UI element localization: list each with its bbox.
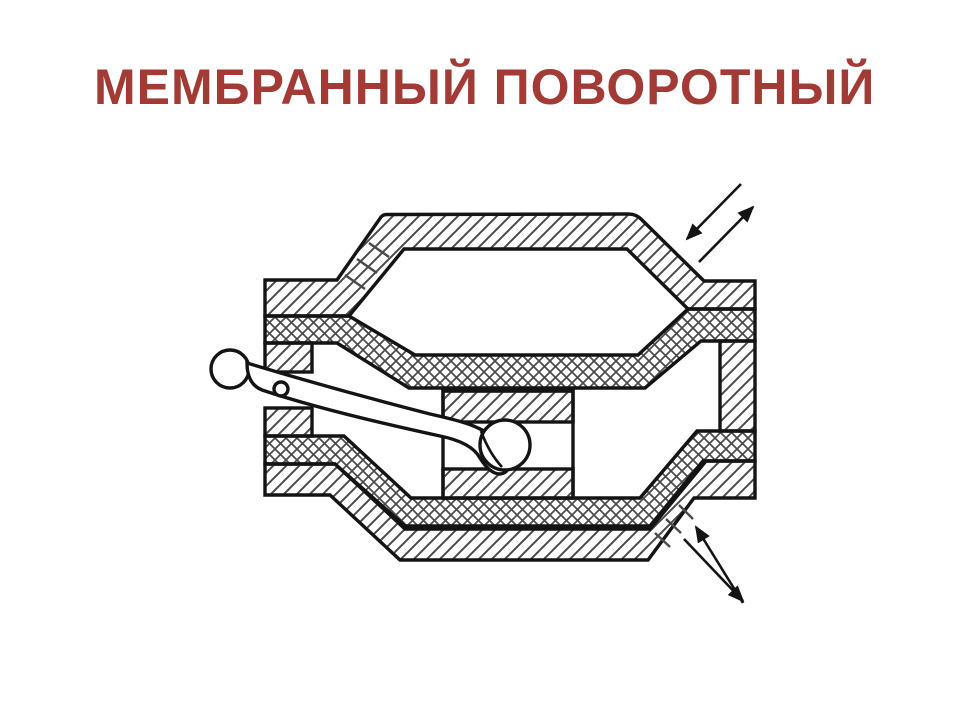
right-flange-block [718,339,757,433]
flow-arrows-bottom-right-icon [683,525,745,604]
cam-circle [478,418,532,472]
lever-arm [245,360,510,476]
slide-title: МЕМБРАННЫЙ ПОВОРОТНЫЙ [94,59,876,115]
upper-casing [263,212,757,318]
valve-cross-section-figure [200,168,770,620]
control-lever [209,348,510,476]
lever-ball-handle [209,348,251,390]
lever-fork-line [479,430,503,468]
lever-pivot [272,380,290,398]
upper-membrane [263,307,757,390]
lower-casing [263,459,757,562]
flow-arrows-top-right-icon [685,183,755,263]
left-flange-blocks [263,341,314,438]
membrane-rotary-valve-diagram [209,183,757,604]
